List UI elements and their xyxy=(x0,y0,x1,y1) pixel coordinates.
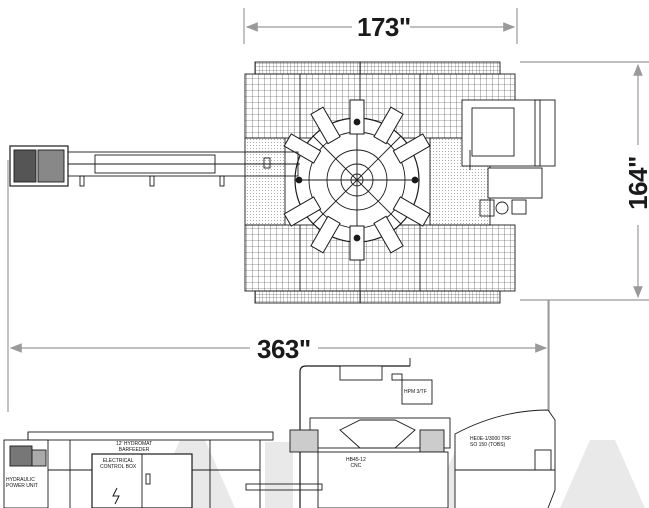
top-view xyxy=(9,61,556,304)
filter-unit-label: HPM 3/TF xyxy=(404,389,427,395)
radial-units xyxy=(283,99,431,261)
dimension-depth-right xyxy=(520,61,649,301)
front-view xyxy=(3,300,556,508)
conveyor-label: HE0E-1/3000 TRF SO 150 (TOBS) xyxy=(470,436,512,448)
bar-feeder-top xyxy=(9,145,300,187)
dimension-width-top xyxy=(243,8,518,44)
bar-feeder-label: 12' HYDROMAT BARFEEDER xyxy=(116,441,153,453)
dimension-depth-label: 164" xyxy=(623,156,649,210)
machine-model-label: HB45-12 CNC xyxy=(346,457,366,469)
dimension-length-label: 363" xyxy=(257,334,311,364)
dimension-width-label: 173" xyxy=(357,12,411,42)
hydraulic-unit-label: HYDRAULIC POWER UNIT xyxy=(6,477,38,489)
electrical-box-label: ELECTRICAL CONTROL BOX xyxy=(100,458,137,470)
dimension-overall-length xyxy=(7,160,550,412)
